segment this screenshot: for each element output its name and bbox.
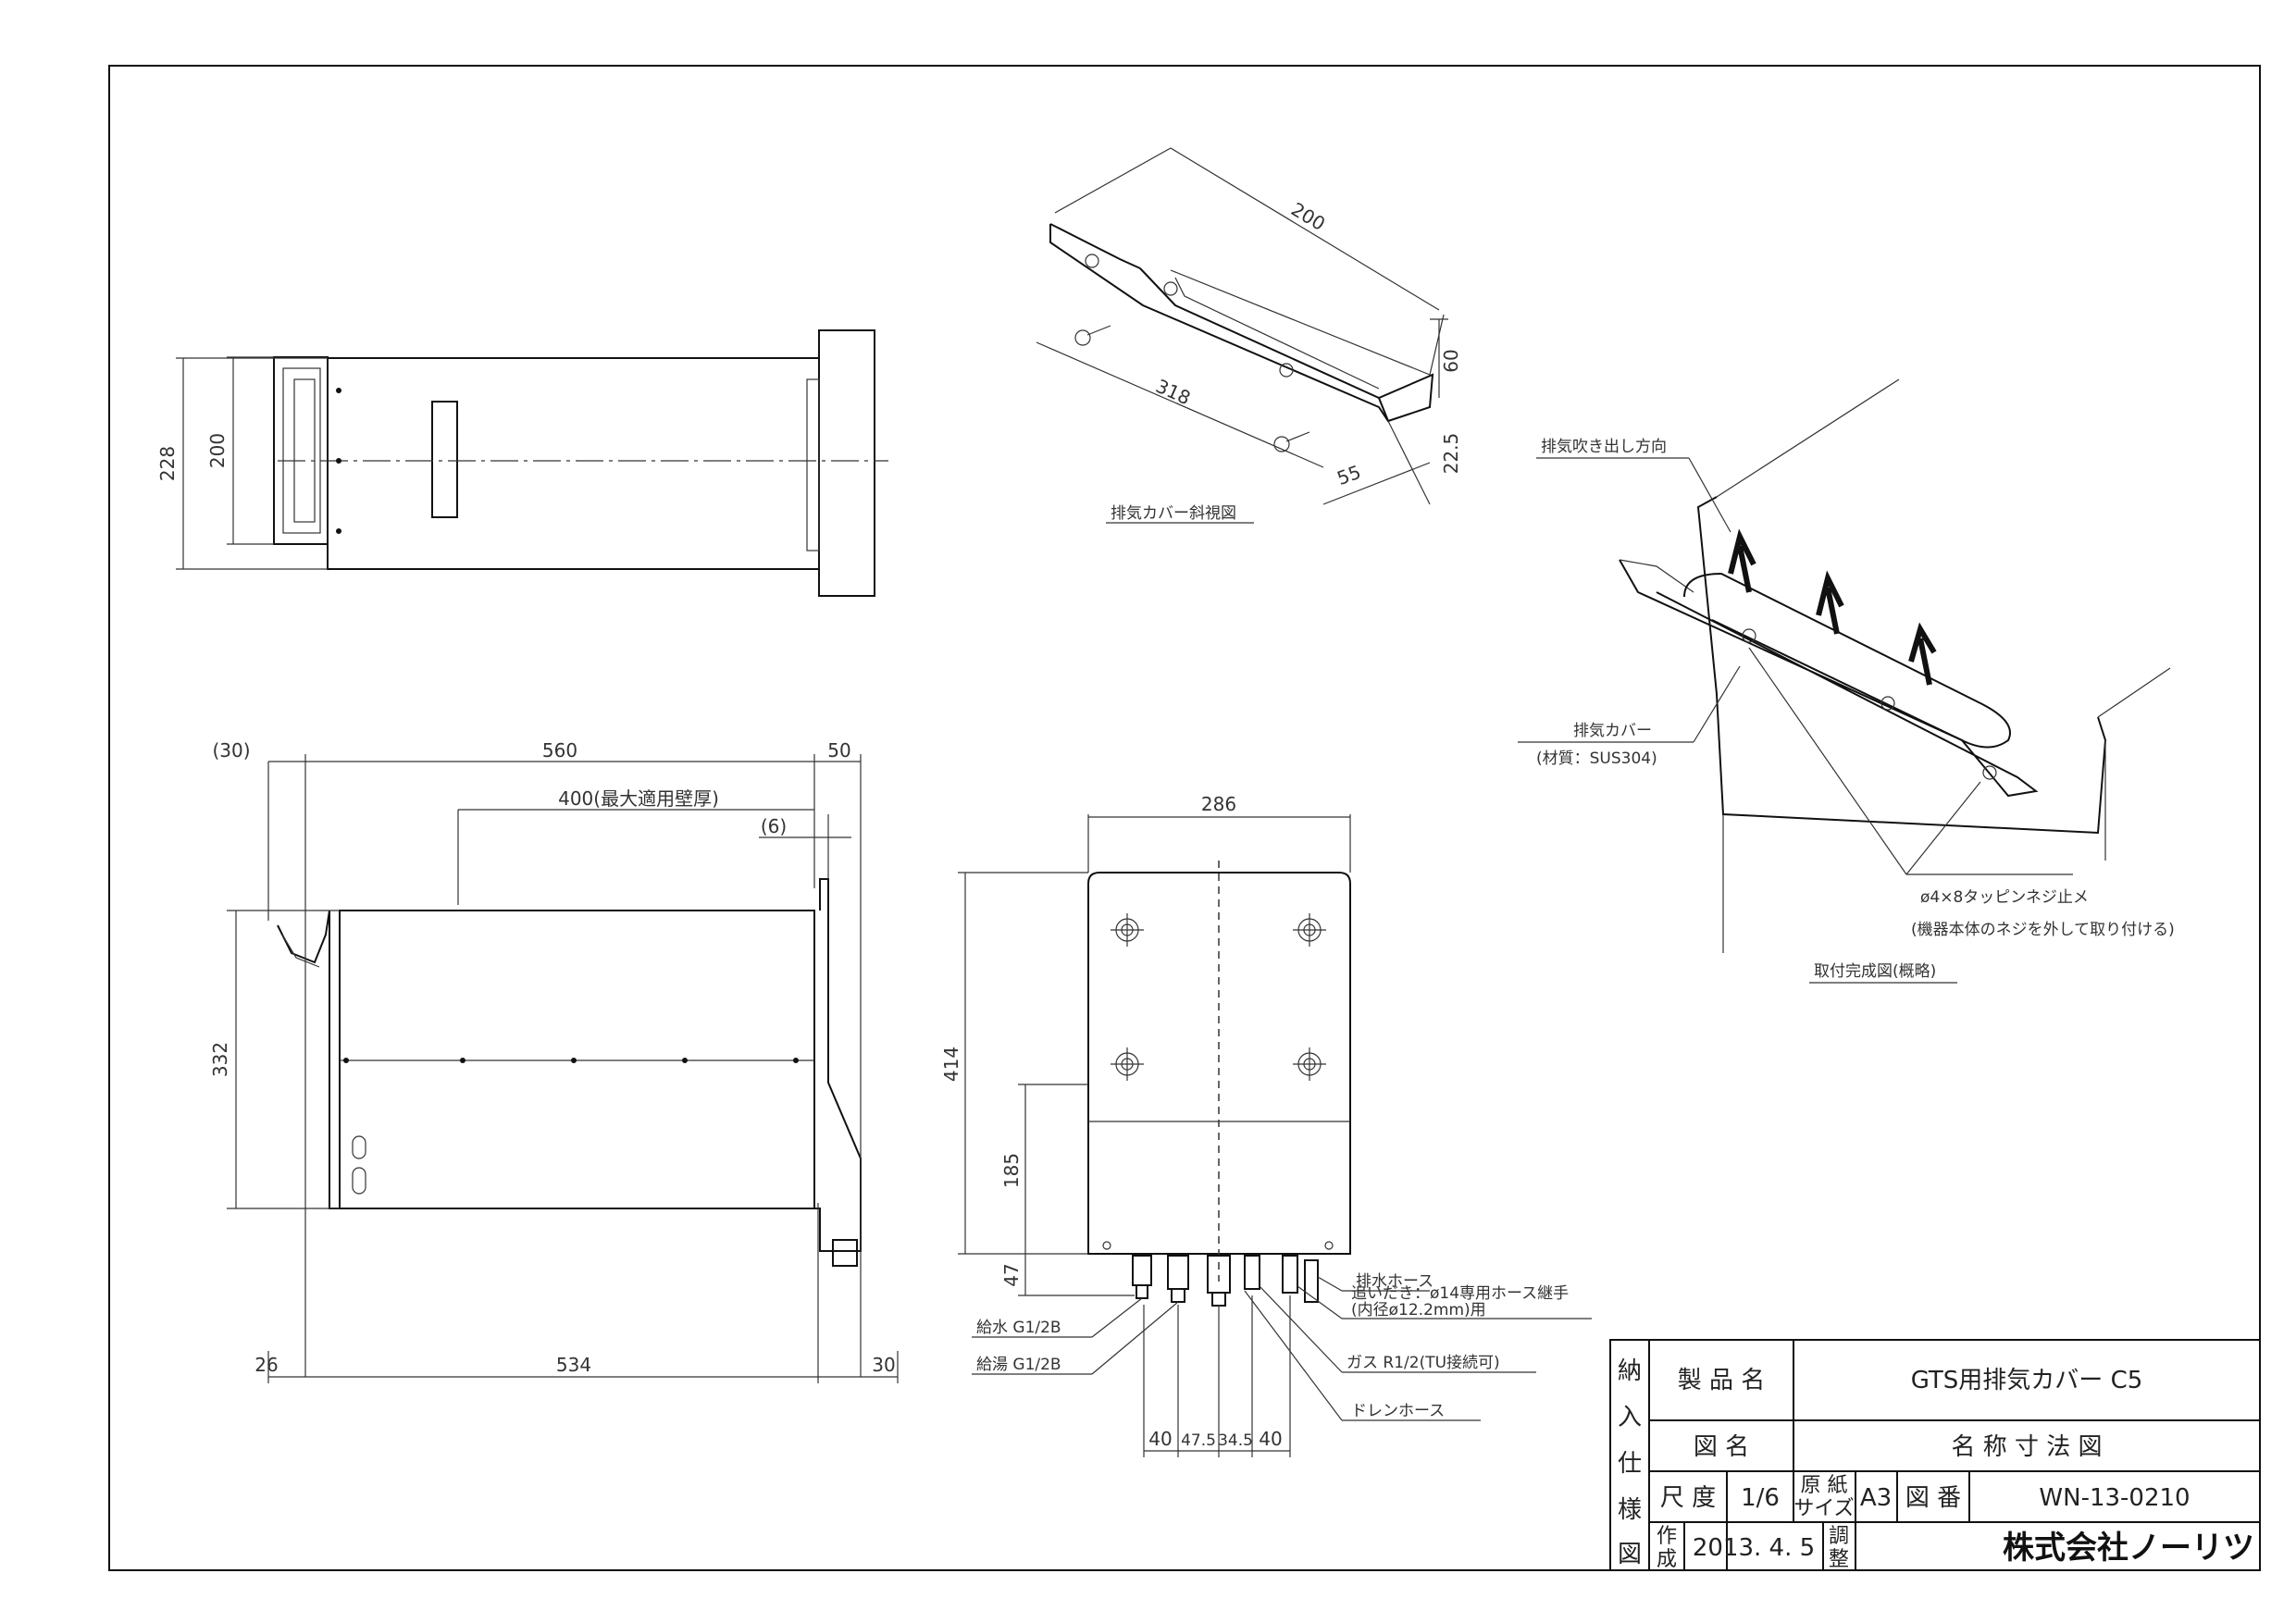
tb-vertical-1: 納 [1618, 1357, 1642, 1385]
top-dim-200: 200 [206, 433, 229, 468]
tb-vertical-2: 入 [1618, 1404, 1642, 1431]
company-logo: 株式会社ノーリツ [2003, 1530, 2254, 1567]
tb-vertical-5: 図 [1618, 1541, 1642, 1568]
front-dim-40a: 40 [1148, 1428, 1172, 1450]
side-dim-6: (6) [761, 815, 787, 837]
tb-paper-size: A3 [1860, 1484, 1892, 1512]
side-view: (30) 560 50 400(最大適用壁厚) (6) 332 26 534 3… [209, 739, 899, 1383]
mounting-hole-icon [1111, 913, 1326, 1081]
tb-scale: 1/6 [1741, 1484, 1780, 1512]
tb-vertical-4: 様 [1618, 1496, 1642, 1524]
side-dim-30: (30) [212, 739, 250, 762]
install-view: 排気吹き出し方向 排気カバー (材質：SUS304) ø4×8タッピンネジ止メ … [1518, 378, 2175, 984]
tb-created-date: 2013. 4. 5 [1693, 1534, 1815, 1562]
label-drain-hose: ドレンホース [1351, 1402, 1445, 1420]
front-dim-286: 286 [1201, 793, 1236, 815]
label-drain-hose-outlet: 排水ホース [1356, 1272, 1433, 1291]
side-dim-30b: 30 [872, 1354, 895, 1376]
front-dim-47-5: 47.5 [1181, 1431, 1216, 1450]
iso-dim-318: 318 [1153, 375, 1195, 409]
iso-view: 200 318 60 22.5 55 排気カバー斜視図 [1036, 147, 1462, 524]
tb-adjusted-label-2: 整 [1829, 1548, 1849, 1571]
label-hot-water: 給湯 G1/2B [976, 1356, 1061, 1374]
side-dim-560: 560 [542, 739, 577, 762]
front-dim-185: 185 [1000, 1153, 1023, 1188]
tb-product-name-label: 製 品 名 [1678, 1367, 1766, 1394]
exhaust-arrow-icon [1728, 528, 1937, 686]
label-tapping-screw: ø4×8タッピンネジ止メ [1920, 888, 2089, 907]
label-reheat-inner-dia: (内径ø12.2mm)用 [1351, 1301, 1486, 1319]
tb-drawing-no: WN-13-0210 [2039, 1484, 2190, 1512]
install-caption: 取付完成図(概略) [1814, 962, 1936, 981]
tb-scale-label: 尺 度 [1660, 1484, 1716, 1512]
tb-drawing-name-label: 図 名 [1694, 1433, 1749, 1461]
top-view: 228 200 [156, 329, 888, 597]
side-dim-400: 400(最大適用壁厚) [558, 787, 719, 810]
iso-dim-200: 200 [1287, 198, 1329, 235]
front-dim-34-5: 34.5 [1218, 1431, 1253, 1450]
iso-dim-22-5: 22.5 [1440, 433, 1462, 475]
iso-dim-60: 60 [1440, 349, 1462, 372]
label-exhaust-direction: 排気吹き出し方向 [1541, 438, 1667, 456]
pipe-fittings [1132, 1255, 1319, 1307]
title-block: 納 入 仕 様 図 製 品 名 GTS用排気カバー C5 図 名 名 称 寸 法… [1609, 1339, 2261, 1571]
tb-paper-label-2: サイズ [1793, 1497, 1854, 1520]
label-exhaust-cover: 排気カバー [1573, 722, 1652, 740]
label-screw-note: (機器本体のネジを外して取り付ける) [1911, 921, 2175, 939]
side-dim-332: 332 [209, 1042, 231, 1077]
front-dim-414: 414 [940, 1047, 962, 1082]
label-gas: ガス R1/2(TU接続可) [1347, 1354, 1500, 1372]
top-dim-228: 228 [156, 446, 179, 481]
label-material: (材質：SUS304) [1536, 750, 1657, 768]
tb-vertical-3: 仕 [1618, 1450, 1642, 1478]
iso-dim-55: 55 [1334, 461, 1364, 489]
side-dim-26: 26 [254, 1354, 278, 1376]
screw-icon [1074, 325, 1310, 452]
tb-product-name: GTS用排気カバー C5 [1911, 1367, 2143, 1394]
tb-paper-label-1: 原 紙 [1801, 1474, 1848, 1497]
label-water-supply: 給水 G1/2B [976, 1319, 1061, 1337]
tb-drawing-no-label: 図 番 [1905, 1484, 1961, 1512]
label-reheat-fitting: 追いだき：ø14専用ホース継手 [1351, 1284, 1569, 1303]
side-dim-534: 534 [556, 1354, 591, 1376]
tb-adjusted-label-1: 調 [1829, 1525, 1849, 1548]
front-view: 286 414 185 47 40 47.5 34.5 40 排水ホース 追いだ… [940, 793, 1592, 1457]
tb-created-label-1: 作 [1657, 1525, 1677, 1548]
front-dim-47: 47 [1000, 1263, 1023, 1286]
tb-drawing-name: 名 称 寸 法 図 [1951, 1433, 2102, 1461]
iso-caption: 排気カバー斜視図 [1111, 504, 1236, 523]
side-dim-50: 50 [827, 739, 850, 762]
front-dim-40b: 40 [1259, 1428, 1282, 1450]
tb-created-label-2: 成 [1657, 1548, 1677, 1571]
drawing-border [108, 65, 2261, 1571]
